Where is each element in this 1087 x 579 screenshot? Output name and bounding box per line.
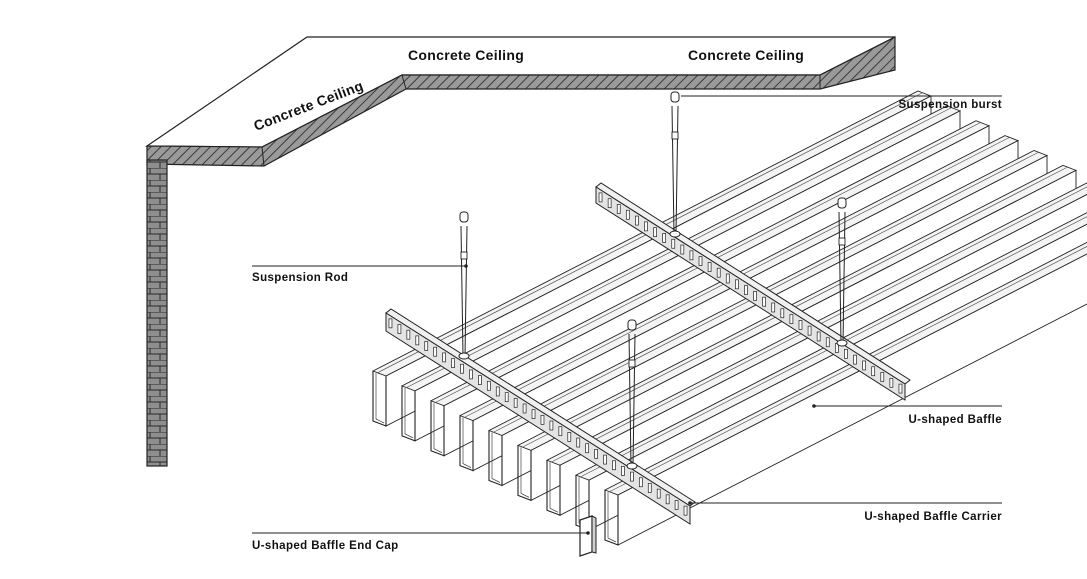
carrier-slot [621, 466, 625, 476]
carrier-slot [585, 443, 590, 454]
carrier-slot [424, 341, 429, 351]
carrier-slot [716, 267, 721, 278]
carrier-slot [469, 369, 473, 380]
carrier-slot [653, 227, 657, 238]
carrier-slot [680, 244, 685, 255]
carrier-slot [486, 380, 491, 391]
carrier-slot [576, 437, 581, 448]
carrier-slot [397, 324, 402, 334]
carrier-slot [598, 192, 603, 203]
carrier-slot [522, 403, 527, 414]
suspension-rod [669, 91, 681, 238]
carrier-slot [558, 426, 563, 437]
carrier-slot [816, 331, 821, 342]
carrier-slot [451, 358, 455, 368]
carrier-slot [798, 320, 803, 330]
concrete-ceiling-label-middle: Concrete Ceiling [408, 47, 524, 63]
carrier-slot [433, 346, 438, 357]
carrier-slot [789, 314, 794, 324]
carrier-slot [540, 414, 545, 425]
carrier-slot [460, 363, 464, 374]
carrier-slot [689, 250, 694, 261]
suspension-rod [626, 319, 638, 470]
callout-lines [252, 95, 1002, 535]
carrier-slot [549, 420, 554, 431]
carrier-slot [665, 494, 670, 505]
carrier-slot [753, 291, 757, 301]
suspension-rod [836, 197, 848, 347]
carrier-slot [762, 296, 766, 307]
concrete-ceiling-label-right: Concrete Ceiling [688, 47, 804, 63]
carrier-slot [607, 198, 612, 209]
carrier-slot [853, 354, 857, 365]
carrier-slot [603, 454, 607, 465]
carrier-slot [889, 377, 894, 388]
carrier-slot [406, 329, 411, 340]
carrier-slot [638, 477, 643, 488]
carrier-slot [644, 221, 648, 232]
carrier-slot [683, 505, 688, 516]
carrier-slot [442, 352, 446, 363]
carrier-slot [495, 386, 500, 397]
carrier-slot [594, 449, 598, 459]
concrete-ceiling-slab [145, 36, 896, 167]
carrier-slot [744, 285, 748, 295]
carrier-slot [825, 337, 830, 348]
brick-wall [146, 159, 168, 467]
carrier-slot [671, 238, 676, 249]
carrier-slot [771, 302, 776, 313]
suspension-rods [458, 91, 848, 470]
carrier-slot [725, 273, 730, 284]
carrier-slot [880, 372, 885, 382]
carrier-slot [388, 318, 393, 329]
carrier-slot [513, 397, 518, 408]
u-shaped-baffle [603, 241, 1087, 546]
carrier-slot [625, 209, 630, 220]
carrier-slot [862, 360, 866, 371]
carrier-slot [504, 392, 509, 402]
carrier-slot [707, 262, 712, 272]
carrier-slot [780, 308, 785, 319]
u-shaped-baffle-carrier-label: U-shaped Baffle Carrier [864, 511, 1002, 523]
carrier-slot [898, 383, 903, 394]
carrier-slot [415, 335, 420, 346]
carrier-slot [616, 204, 621, 214]
carrier-slot [807, 325, 812, 336]
carrier-slot [656, 488, 661, 499]
carrier-slot [635, 215, 639, 226]
carrier-slot [478, 375, 482, 385]
u-shaped-baffle-label: U-shaped Baffle [908, 414, 1002, 426]
u-shaped-baffles [371, 90, 1087, 546]
suspension-rod [458, 211, 470, 360]
carrier-slot [871, 366, 876, 377]
u-shaped-baffle-end-cap-label: U-shaped Baffle End Cap [252, 540, 399, 552]
u-shaped-baffle-end-cap [579, 515, 597, 557]
suspension-burst-label: Suspension burst [898, 99, 1002, 111]
carrier-slot [647, 483, 652, 493]
carrier-slot [567, 432, 572, 442]
carrier-slot [630, 471, 634, 482]
carrier-slot [698, 256, 703, 266]
carrier-slot [735, 279, 739, 290]
carrier-slot [674, 500, 679, 510]
carrier-slot [844, 348, 848, 359]
carrier-slot [531, 409, 536, 420]
suspension-rod-label: Suspension Rod [252, 272, 348, 284]
carrier-slot [662, 233, 667, 243]
carrier-slot [612, 460, 616, 471]
